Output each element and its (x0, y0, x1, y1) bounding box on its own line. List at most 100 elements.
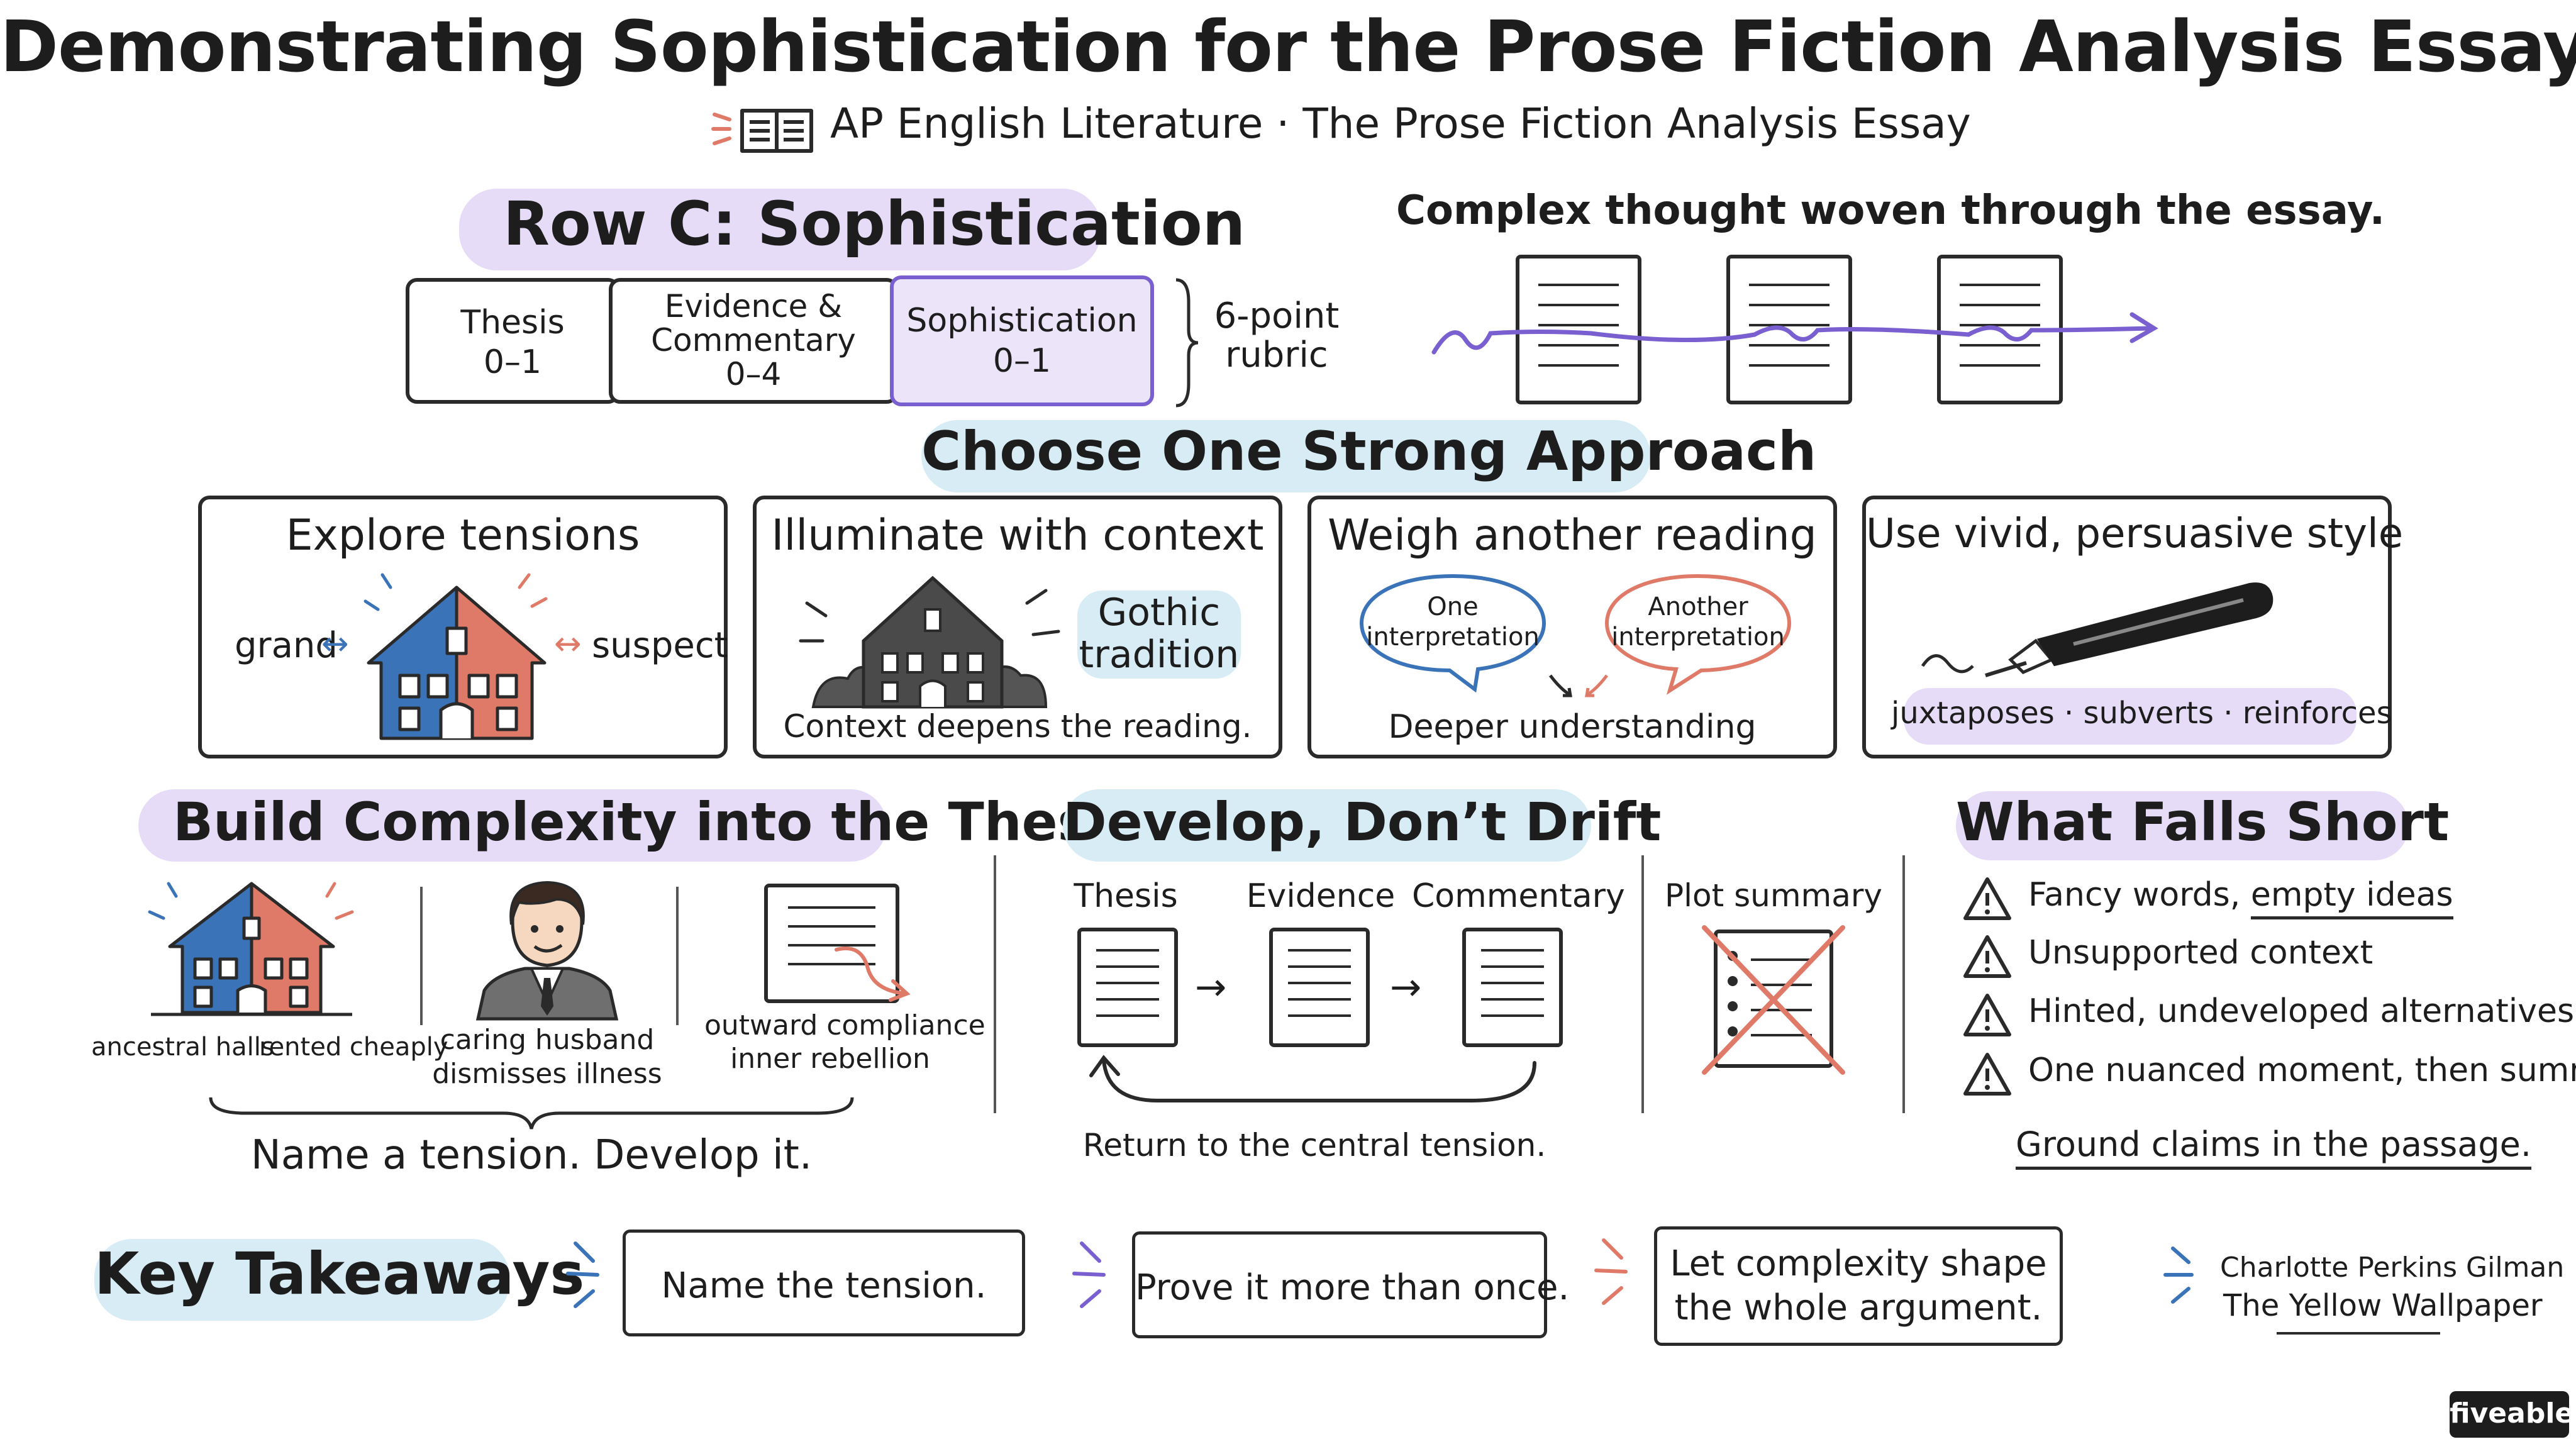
bubble-text: Another (1648, 592, 1748, 621)
tension-label: caring husband (440, 1024, 655, 1056)
falls-short-item: Hinted, undeveloped alternatives (2028, 992, 2575, 1030)
right-arrow-icon: ↔ (554, 625, 582, 663)
takeaway-text: Name the tension. (661, 1265, 987, 1306)
tension-label: rented cheaply (259, 1033, 448, 1062)
divider (994, 855, 996, 1113)
falls-short-footer: Ground claims in the passage. (2016, 1124, 2532, 1170)
card-explore-tensions: Explore tensions grand ↔ ↔ suspect (198, 496, 728, 758)
card-caption: juxtaposes · subverts · reinforces (1891, 696, 2392, 731)
plot-summary-label: Plot summary (1664, 877, 1883, 914)
card-caption: Context deepens the reading. (783, 708, 1252, 745)
rubric-evidence: Evidence & Commentary 0–4 (609, 278, 898, 404)
thesis-document-icon (1077, 928, 1178, 1047)
rubric-label: Sophistication (906, 302, 1138, 340)
step-arrow: → (1390, 965, 1422, 1009)
bubble-text: interpretation (1611, 623, 1785, 652)
card-title: Illuminate with context (771, 511, 1264, 560)
warning-icon (1963, 877, 2011, 920)
tension-label: ancestral halls (91, 1033, 274, 1062)
divider (420, 887, 423, 1025)
rubric-label: Evidence & (664, 288, 843, 325)
left-arrow-icon: ↔ (321, 625, 349, 663)
approach-highlight (921, 420, 1651, 492)
return-arrow-icon (1089, 1055, 1536, 1102)
source-underline (2277, 1332, 2440, 1335)
sparkle-icon (2163, 1246, 2194, 1304)
falls-short-highlight (1956, 791, 2409, 860)
book-icon (711, 109, 813, 153)
bubble-another-icon (1604, 574, 1792, 695)
sparkle-icon (1594, 1238, 1628, 1305)
divider (1641, 855, 1644, 1113)
takeaways-heading: Key Takeaways (94, 1240, 585, 1307)
rubric-label: Thesis (460, 304, 565, 341)
build-highlight (138, 789, 887, 862)
underlined-text: empty ideas (2250, 876, 2453, 919)
split-house-icon (148, 882, 354, 1016)
row-c-highlight (459, 189, 1101, 270)
takeaway-card: Prove it more than once. (1132, 1231, 1570, 1338)
underbrace-icon (209, 1097, 854, 1130)
context-label: Gothic (1097, 591, 1221, 635)
bubble-one-icon (1359, 574, 1546, 693)
rubric-note: 6-point (1214, 296, 1340, 336)
letter-icon (764, 884, 899, 1003)
converge-arrows-icon (1549, 674, 1608, 697)
card-illuminate-context: Illuminate with context Gothic tradition… (753, 496, 1282, 758)
bubble-text: interpretation (1366, 623, 1540, 652)
bubble-text: One (1427, 592, 1479, 621)
brace-icon (1175, 278, 1199, 408)
falls-short-heading: What Falls Short (1956, 791, 2450, 853)
warning-icon (1963, 994, 2011, 1036)
falls-short-item: Unsupported context (2028, 934, 2373, 972)
tension-label: dismisses illness (432, 1058, 662, 1090)
falls-short-item: One nuanced moment, then summary (2028, 1052, 2576, 1089)
sparkle-icon (566, 1241, 599, 1308)
card-title: Weigh another reading (1328, 511, 1817, 560)
sparkle-icon (1072, 1241, 1106, 1308)
step-arrow: → (1195, 965, 1227, 1009)
card-weigh-another-reading: Weigh another reading One interpretation… (1307, 496, 1837, 758)
warning-icon (1963, 935, 2011, 978)
card-title: Explore tensions (286, 511, 640, 560)
divider (676, 887, 679, 1025)
step-label: Commentary (1412, 877, 1625, 915)
takeaway-card: Let complexity shape the whole argument. (1654, 1226, 2063, 1346)
rubric-score: 0–4 (725, 356, 782, 392)
divider (1902, 855, 1905, 1113)
takeaway-text-2: the whole argument. (1674, 1287, 2043, 1328)
thread-icon (1431, 312, 2158, 355)
falls-short-item: Fancy words, empty ideas (2028, 876, 2453, 919)
tension-left-label: grand (235, 625, 338, 666)
card-title: Use vivid, persuasive style (1866, 511, 2404, 557)
step-label: Evidence (1246, 877, 1396, 915)
rubric-thesis: Thesis 0–1 (406, 278, 619, 404)
warning-icon (1963, 1053, 2011, 1096)
split-house-icon (364, 573, 548, 740)
takeaway-text: Let complexity shape (1670, 1243, 2047, 1284)
gothic-house-icon (799, 575, 1060, 709)
commentary-document-icon (1462, 928, 1563, 1047)
fountain-pen-icon (1921, 582, 2273, 677)
tension-right-label: suspect (592, 625, 728, 666)
husband-portrait-icon (475, 880, 619, 1021)
takeaway-text: Prove it more than once. (1135, 1267, 1570, 1308)
document-icon (1516, 255, 1641, 404)
develop-caption: Return to the central tension. (1082, 1127, 1546, 1163)
subtitle: AP English Literature · The Prose Fictio… (830, 99, 1971, 148)
rubric-sophistication: Sophistication 0–1 (890, 275, 1154, 406)
style-highlight (1904, 688, 2357, 745)
context-label: tradition (1079, 633, 1240, 677)
compliance-arrow-icon (835, 947, 911, 1002)
page-title: Demonstrating Sophistication for the Pro… (0, 6, 2576, 88)
evidence-document-icon (1269, 928, 1370, 1047)
tension-label: outward compliance (704, 1009, 985, 1041)
takeaway-card: Name the tension. (623, 1230, 1025, 1336)
gothic-highlight (1077, 591, 1241, 679)
source-work: The Yellow Wallpaper (2223, 1288, 2543, 1323)
fiveable-logo[interactable]: fiveable (2450, 1391, 2573, 1438)
develop-highlight (1063, 789, 1591, 862)
rubric-score: 0–1 (992, 342, 1052, 380)
takeaways-highlight (94, 1239, 509, 1321)
row-c-heading: Row C: Sophistication (503, 189, 1246, 259)
